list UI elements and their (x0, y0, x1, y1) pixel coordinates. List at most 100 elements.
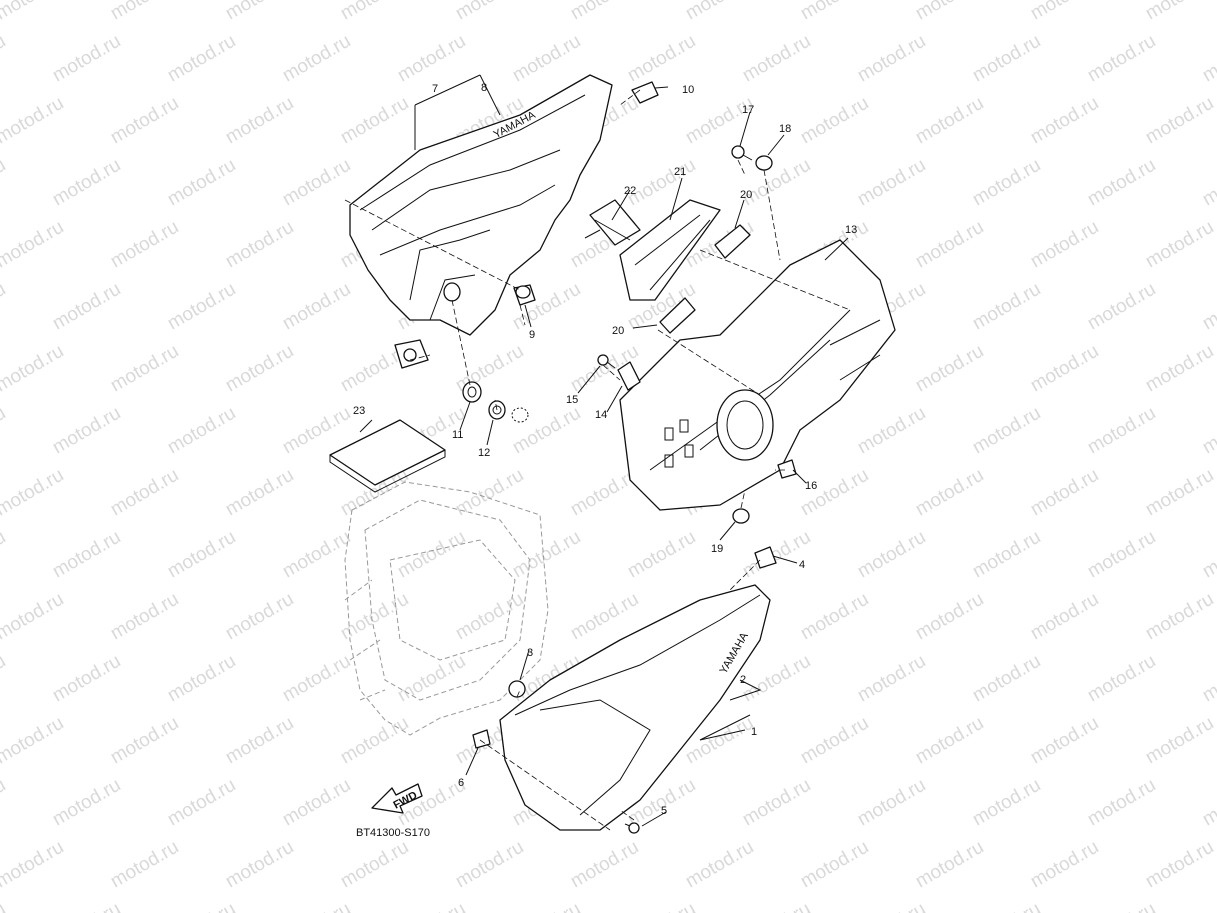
callout-14: 14 (595, 409, 607, 421)
callout-4: 4 (799, 559, 805, 571)
watermark-text: motod.ru (164, 899, 239, 913)
watermark-text: motod.ru (222, 93, 297, 149)
watermark-text: motod.ru (854, 775, 929, 831)
watermark-text: motod.ru (49, 527, 124, 583)
watermark-text: motod.ru (0, 403, 9, 459)
watermark-text: motod.ru (797, 837, 872, 893)
damper-20-lower (659, 297, 696, 334)
watermark-text: motod.ru (1084, 775, 1159, 831)
watermark-text: motod.ru (624, 527, 699, 583)
watermark-text: motod.ru (337, 93, 412, 149)
watermark-text: motod.ru (452, 0, 527, 24)
watermark-text: motod.ru (969, 775, 1044, 831)
watermark-text: motod.ru (1199, 279, 1217, 335)
watermark-text: motod.ru (509, 899, 584, 913)
watermark-text: motod.ru (337, 713, 412, 769)
nut-6 (472, 729, 491, 749)
watermark-text: motod.ru (0, 217, 67, 273)
watermark-text: motod.ru (222, 837, 297, 893)
watermark-text: motod.ru (222, 589, 297, 645)
watermark-text: motod.ru (1142, 93, 1217, 149)
watermark-text: motod.ru (1199, 155, 1217, 211)
watermark-text: motod.ru (164, 775, 239, 831)
watermark-text: motod.ru (337, 837, 412, 893)
fastener-19 (732, 508, 750, 524)
watermark-text: motod.ru (0, 837, 67, 893)
watermark-text: motod.ru (1084, 279, 1159, 335)
watermark-text: motod.ru (969, 279, 1044, 335)
watermark-text: motod.ru (567, 837, 642, 893)
watermark-text: motod.ru (49, 899, 124, 913)
watermark-text: motod.ru (0, 527, 9, 583)
watermark-text: motod.ru (1084, 527, 1159, 583)
leader-lines (359, 74, 849, 827)
watermark-text: motod.ru (739, 31, 814, 87)
watermark-text: motod.ru (969, 403, 1044, 459)
watermark-text: motod.ru (797, 589, 872, 645)
grommet-11 (462, 381, 482, 403)
watermark-text: motod.ru (1027, 93, 1102, 149)
bolt-17 (731, 145, 753, 161)
watermark-text: motod.ru (682, 0, 757, 24)
watermark-text: motod.ru (969, 31, 1044, 87)
watermark-text: motod.ru (912, 589, 987, 645)
watermark-text: motod.ru (739, 899, 814, 913)
watermark-text: motod.ru (567, 0, 642, 24)
watermark-text: motod.ru (49, 31, 124, 87)
watermark-text: motod.ru (394, 527, 469, 583)
watermark-text: motod.ru (1199, 403, 1217, 459)
watermark-text: motod.ru (1027, 341, 1102, 397)
watermark-text: motod.ru (222, 341, 297, 397)
callout-15: 15 (566, 394, 578, 406)
watermark-text: motod.ru (797, 93, 872, 149)
callout-6: 6 (458, 777, 464, 789)
watermark-text: motod.ru (739, 651, 814, 707)
watermark-text: motod.ru (107, 589, 182, 645)
watermark-text: motod.ru (1199, 651, 1217, 707)
watermark-text: motod.ru (854, 651, 929, 707)
battery-box-13 (619, 239, 896, 511)
callout-22: 22 (624, 185, 636, 197)
watermark-text: motod.ru (1199, 899, 1217, 913)
watermark-text: motod.ru (1142, 465, 1217, 521)
watermark-text: motod.ru (394, 31, 469, 87)
watermark-text: motod.ru (1084, 403, 1159, 459)
watermark-text: motod.ru (394, 651, 469, 707)
callout-19: 19 (711, 543, 723, 555)
watermark-text: motod.ru (1084, 31, 1159, 87)
callout-5: 5 (661, 805, 667, 817)
watermark-text: motod.ru (164, 155, 239, 211)
side-cover-lower-right: YAMAHA (499, 584, 771, 831)
connector-part (394, 339, 429, 369)
callout-labels: 1 2 3 4 5 6 7 8 9 10 11 12 13 14 15 16 1… (353, 82, 857, 817)
watermark-text: motod.ru (1027, 0, 1102, 24)
watermark-text: motod.ru (0, 651, 9, 707)
watermark-text: motod.ru (49, 279, 124, 335)
watermark-text: motod.ru (969, 899, 1044, 913)
watermark-text: motod.ru (912, 837, 987, 893)
watermark-text: motod.ru (49, 775, 124, 831)
watermark-text: motod.ru (107, 341, 182, 397)
watermark-text: motod.ru (682, 837, 757, 893)
watermark-text: motod.ru (0, 713, 67, 769)
watermark-text: motod.ru (0, 93, 67, 149)
callout-1: 1 (751, 726, 757, 738)
watermark-text: motod.ru (337, 0, 412, 24)
watermark-text: motod.ru (0, 341, 67, 397)
watermark-text: motod.ru (107, 837, 182, 893)
watermark-text: motod.ru (0, 775, 9, 831)
watermark-text: motod.ru (0, 899, 9, 913)
side-cover-upper-left: YAMAHA (349, 74, 613, 336)
watermark-text: motod.ru (969, 651, 1044, 707)
watermark-text: motod.ru (624, 899, 699, 913)
screw-5 (624, 822, 640, 834)
watermark-text: motod.ru (0, 589, 67, 645)
watermark-text: motod.ru (164, 403, 239, 459)
watermark-text: motod.ru (279, 527, 354, 583)
watermark-text: motod.ru (1142, 217, 1217, 273)
watermark-text: motod.ru (739, 775, 814, 831)
pad-23 (329, 419, 446, 493)
watermark-text: motod.ru (452, 837, 527, 893)
watermark-text: motod.ru (854, 527, 929, 583)
